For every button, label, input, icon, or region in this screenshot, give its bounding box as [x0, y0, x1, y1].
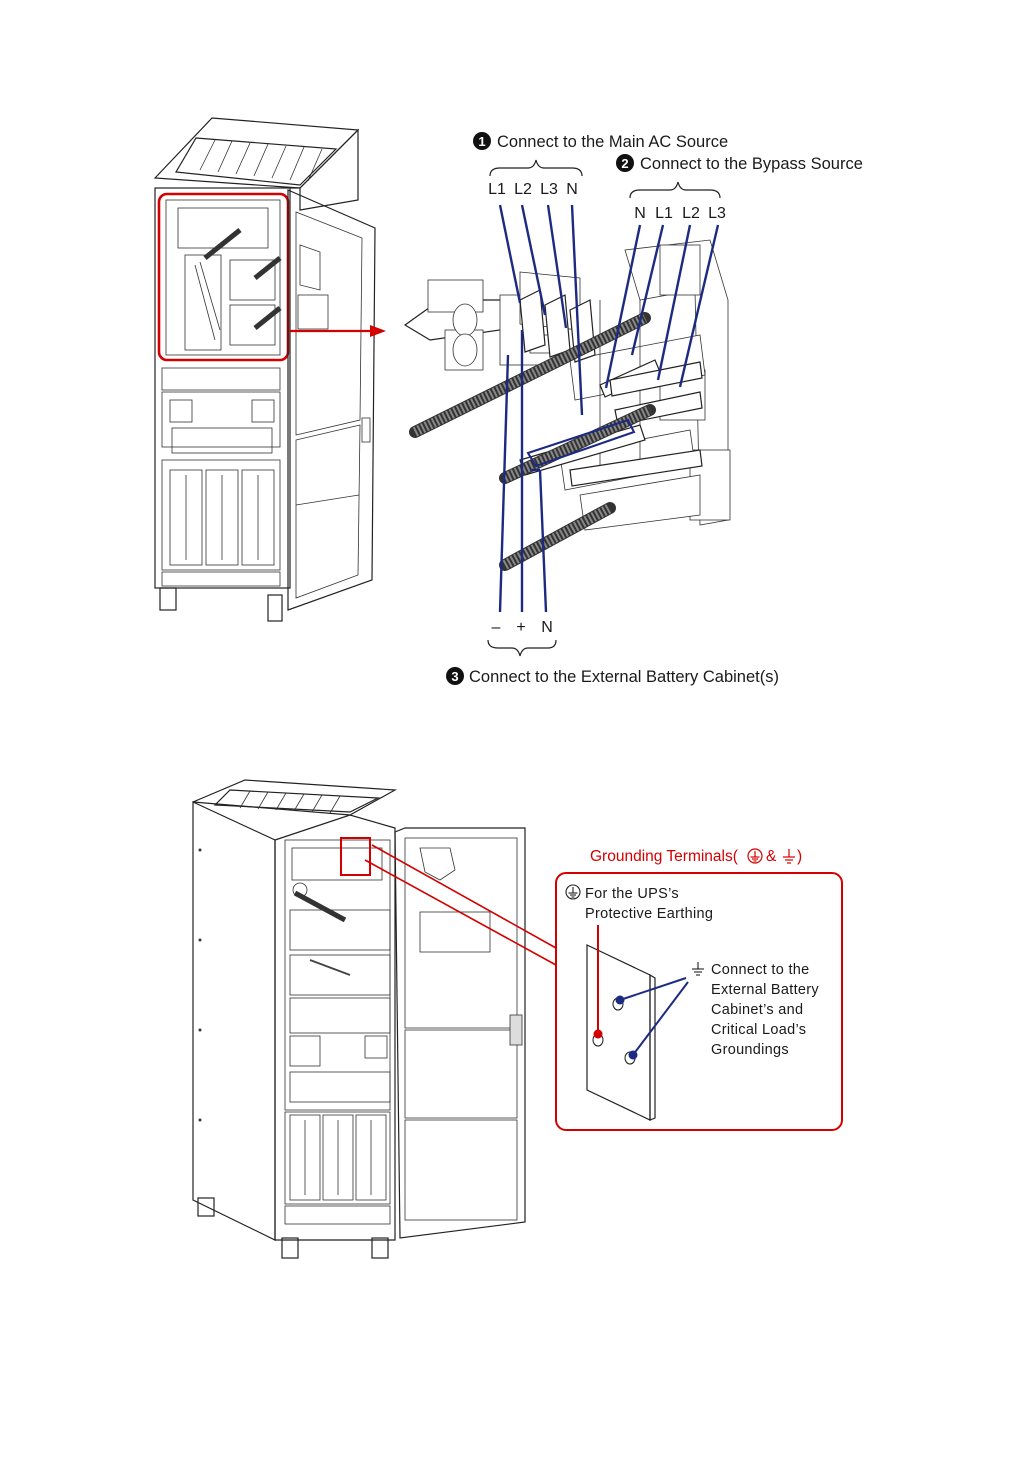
svg-text:+: + [516, 619, 525, 636]
svg-text:Connect to the Bypass Source: Connect to the Bypass Source [640, 155, 863, 173]
callout-main-ac-source: 1 Connect to the Main AC Source [473, 132, 728, 151]
svg-text:Groundings: Groundings [711, 1042, 789, 1058]
svg-text:Connect to the: Connect to the [711, 962, 810, 978]
svg-text:L2: L2 [514, 181, 532, 198]
svg-text:N: N [541, 619, 553, 636]
svg-text:L3: L3 [540, 181, 558, 198]
svg-text:&: & [766, 848, 777, 865]
svg-text:N: N [634, 205, 646, 222]
svg-text:N: N [566, 181, 578, 198]
svg-text:L3: L3 [708, 205, 726, 222]
protective-earth-icon [748, 849, 762, 863]
grounding-terminal-highlight [341, 838, 370, 875]
figure2-grounding-detail: Grounding Terminals( & ) [556, 848, 842, 1130]
svg-text:Connect to the External Batter: Connect to the External Battery Cabinet(… [469, 668, 779, 686]
svg-text:): ) [797, 848, 802, 865]
red-arrow-icon [370, 325, 386, 337]
svg-text:L1: L1 [655, 205, 673, 222]
svg-text:External Battery: External Battery [711, 982, 819, 998]
ground-icon [783, 849, 795, 863]
figure1-busbar-detail [405, 205, 730, 612]
svg-text:2: 2 [621, 156, 628, 171]
brace-bypass-icon [630, 182, 720, 198]
svg-text:Grounding Terminals(: Grounding Terminals( [590, 848, 739, 865]
brace-main-icon [490, 160, 582, 176]
main-terminal-labels: L1 L2 L3 N [488, 181, 578, 198]
callout-bypass-source: 2 Connect to the Bypass Source [616, 154, 863, 173]
svg-text:L2: L2 [682, 205, 700, 222]
svg-text:Protective Earthing: Protective Earthing [585, 906, 713, 922]
grounding-title: Grounding Terminals( & ) [590, 848, 802, 865]
bypass-terminal-labels: N L1 L2 L3 [634, 205, 726, 222]
svg-text:Cabinet’s and: Cabinet’s and [711, 1002, 803, 1018]
svg-text:3: 3 [451, 669, 458, 684]
svg-text:–: – [492, 619, 501, 636]
brace-battery-icon [488, 640, 556, 656]
figure2-ups-cabinet [193, 780, 556, 1258]
svg-text:Critical Load’s: Critical Load’s [711, 1022, 806, 1038]
callout-external-battery: 3 Connect to the External Battery Cabine… [446, 667, 779, 686]
svg-text:Connect to the Main AC Source: Connect to the Main AC Source [497, 133, 728, 151]
svg-text:L1: L1 [488, 181, 506, 198]
figure1-ups-cabinet [155, 118, 386, 621]
battery-terminal-labels: – + N [492, 619, 553, 636]
svg-text:1: 1 [478, 134, 485, 149]
svg-text:For the UPS’s: For the UPS’s [585, 886, 679, 902]
